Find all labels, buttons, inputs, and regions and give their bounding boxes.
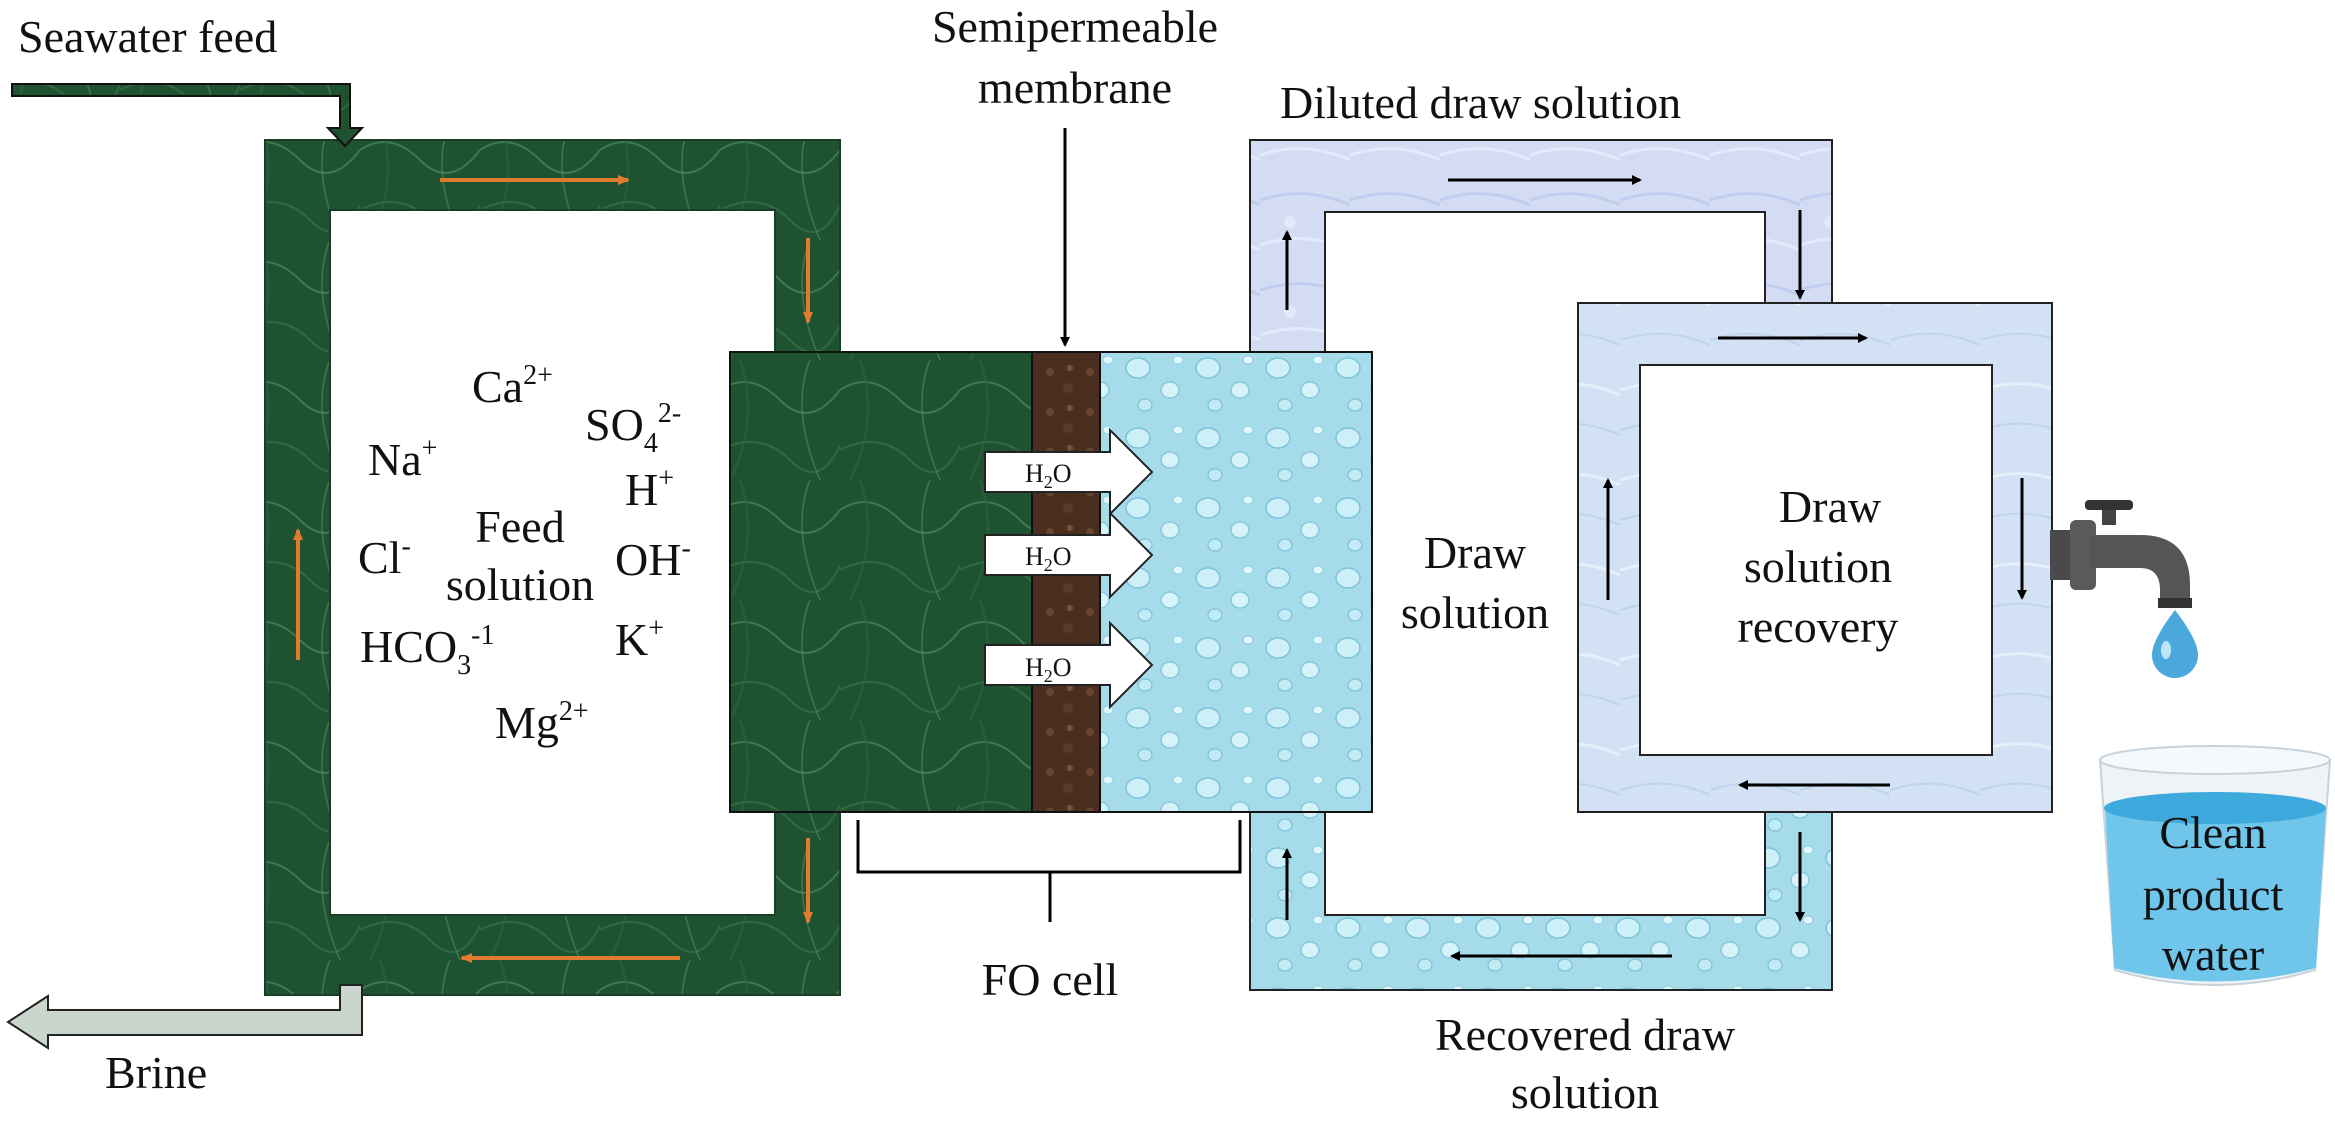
- recovery-unit-frame: [1577, 302, 2053, 813]
- ion-hydrogen: H+: [625, 463, 674, 515]
- recovery-label-line1: Draw: [1779, 481, 1882, 532]
- draw-flow-arrows: [1282, 175, 2027, 961]
- bucket-icon: [2098, 745, 2332, 986]
- water-flux-arrows: H2O H2O H2O: [984, 427, 1154, 710]
- fo-cell-bracket: [856, 820, 1242, 922]
- fo-cell-label: FO cell: [982, 954, 1119, 1005]
- feed-solution-label-line2: solution: [446, 559, 594, 610]
- ion-magnesium: Mg2+: [495, 696, 589, 748]
- water-drop-icon: [2152, 610, 2198, 678]
- clean-water-label-line3: water: [2162, 929, 2264, 980]
- ion-sulfate: SO42-: [585, 398, 681, 459]
- h2o-arrow: H2O: [984, 427, 1154, 517]
- h2o-label: H2O: [1025, 653, 1072, 686]
- clean-water-label-line2: product: [2143, 869, 2284, 920]
- brine-label: Brine: [105, 1047, 207, 1098]
- seawater-feed-label: Seawater feed: [18, 11, 277, 62]
- fo-cell: [729, 351, 1373, 813]
- draw-side-chamber: [1099, 351, 1373, 813]
- recovery-label-line2: solution: [1744, 541, 1892, 592]
- recovery-label-line3: recovery: [1738, 601, 1899, 652]
- clean-water-label-line1: Clean: [2159, 807, 2266, 858]
- ion-bicarbonate: HCO3-1: [360, 620, 494, 681]
- membrane-label-line1: Semipermeable: [932, 1, 1218, 52]
- brine-outlet-arrow: [6, 984, 363, 1050]
- ion-calcium: Ca2+: [472, 360, 553, 412]
- ion-hydroxide: OH-: [615, 533, 691, 585]
- draw-solution-label-line2: solution: [1401, 587, 1549, 638]
- draw-solution-label-line1: Draw: [1424, 527, 1527, 578]
- h2o-arrow: H2O: [984, 510, 1154, 600]
- membrane-label-line2: membrane: [978, 62, 1172, 113]
- recovered-draw-label-line2: solution: [1511, 1067, 1659, 1118]
- feed-side-chamber: [729, 351, 1033, 813]
- feed-loop: [264, 139, 841, 996]
- h2o-label: H2O: [1025, 542, 1072, 575]
- h2o-arrow: H2O: [984, 620, 1154, 710]
- semipermeable-membrane: [1031, 351, 1101, 813]
- h2o-label: H2O: [1025, 459, 1072, 492]
- faucet-icon: [2050, 500, 2192, 608]
- ion-potassium: K+: [615, 613, 664, 665]
- diluted-draw-label: Diluted draw solution: [1280, 77, 1681, 128]
- seawater-feed-pipe: [11, 83, 365, 148]
- ion-sodium: Na+: [368, 433, 437, 485]
- recovered-draw-label-line1: Recovered draw: [1435, 1009, 1736, 1060]
- feed-solution-label-line1: Feed: [475, 501, 564, 552]
- recovered-draw-loop: [1249, 799, 1833, 991]
- feed-flow-arrows: [293, 175, 813, 963]
- ion-chloride: Cl-: [358, 531, 411, 583]
